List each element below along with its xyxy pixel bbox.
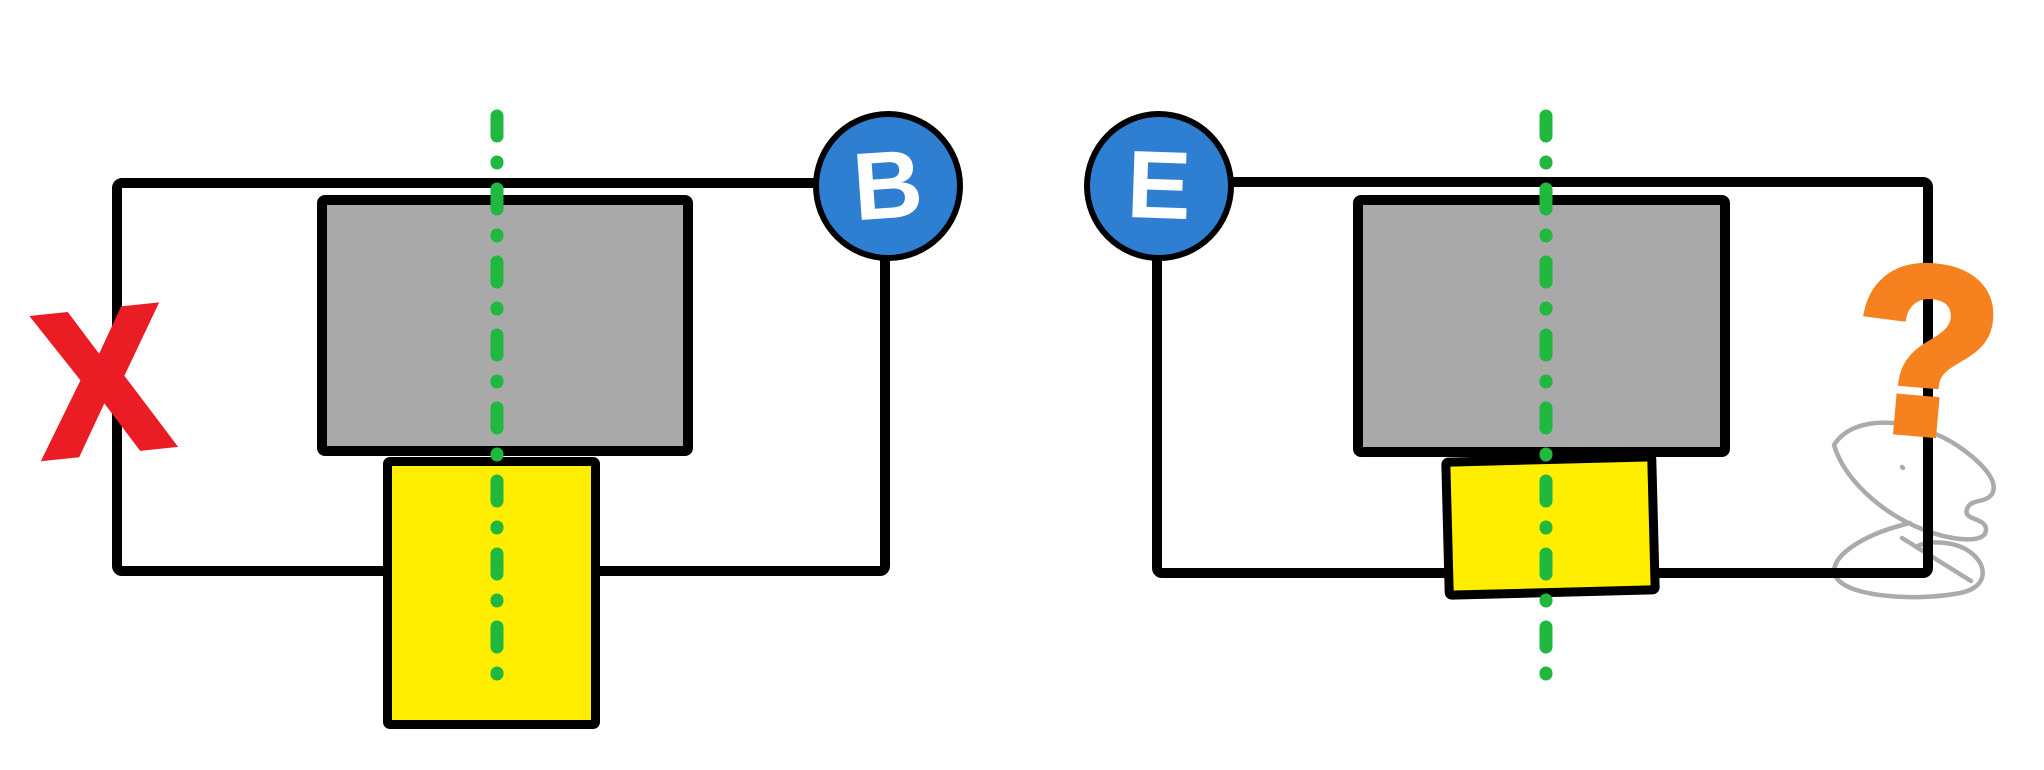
option-b-badge[interactable]: B [813,111,963,261]
badge-letter: E [1125,130,1193,241]
option-e-badge[interactable]: E [1084,111,1234,261]
signature-scribble-icon [1831,420,1996,600]
symmetry-axis-line [1539,109,1553,703]
symmetry-axis-line [490,109,504,703]
gray-block [317,195,693,456]
question-mark-icon: ? [1839,208,2015,493]
badge-letter: B [849,129,927,242]
incorrect-x-icon: X [23,261,181,504]
